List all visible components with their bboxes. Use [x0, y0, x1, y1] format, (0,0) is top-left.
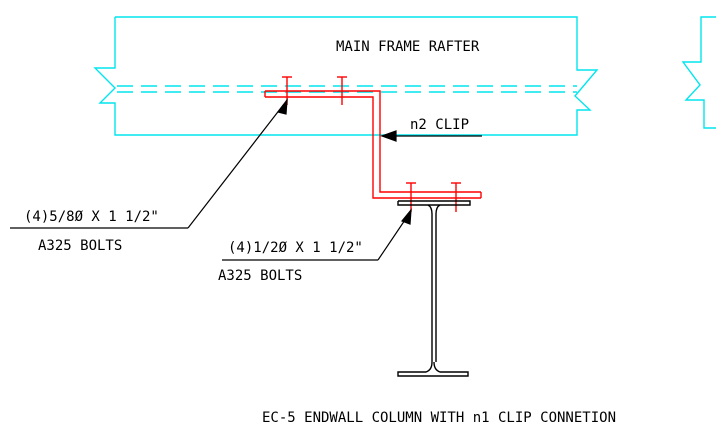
adjacent-rafter [681, 16, 716, 129]
column-web [397, 204, 469, 377]
endwall-column [397, 200, 471, 377]
main-frame-rafter [93, 16, 599, 136]
adjacent-rafter-outline [681, 16, 716, 129]
leader-clip-arrowhead [380, 130, 397, 142]
clip-outer [265, 90, 481, 193]
leader-lines [10, 98, 482, 261]
bolt-set-2-grade-label: A325 BOLTS [218, 268, 302, 284]
rafter-outline [93, 16, 599, 136]
leader-bolt-set-1 [187, 103, 285, 229]
column-web-right [435, 204, 441, 362]
caption: EC-5 ENDWALL COLUMN WITH n1 CLIP CONNETI… [262, 410, 616, 426]
clip-label: n2 CLIP [410, 117, 469, 133]
n2-clip [264, 76, 482, 212]
bolt-set-1-size-label: (4)5/8Ø X 1 1/2" [24, 209, 159, 225]
bolt-set-2-size-label: (4)1/2Ø X 1 1/2" [228, 240, 363, 256]
clip-inner [265, 96, 481, 199]
bolt-set-1-grade-label: A325 BOLTS [38, 238, 122, 254]
leader-bolt-set-2-arrowhead [401, 208, 412, 225]
leader-bolt-set-1-arrowhead [276, 98, 288, 115]
column-top-flange [397, 200, 471, 206]
rafter-label: MAIN FRAME RAFTER [336, 39, 480, 55]
